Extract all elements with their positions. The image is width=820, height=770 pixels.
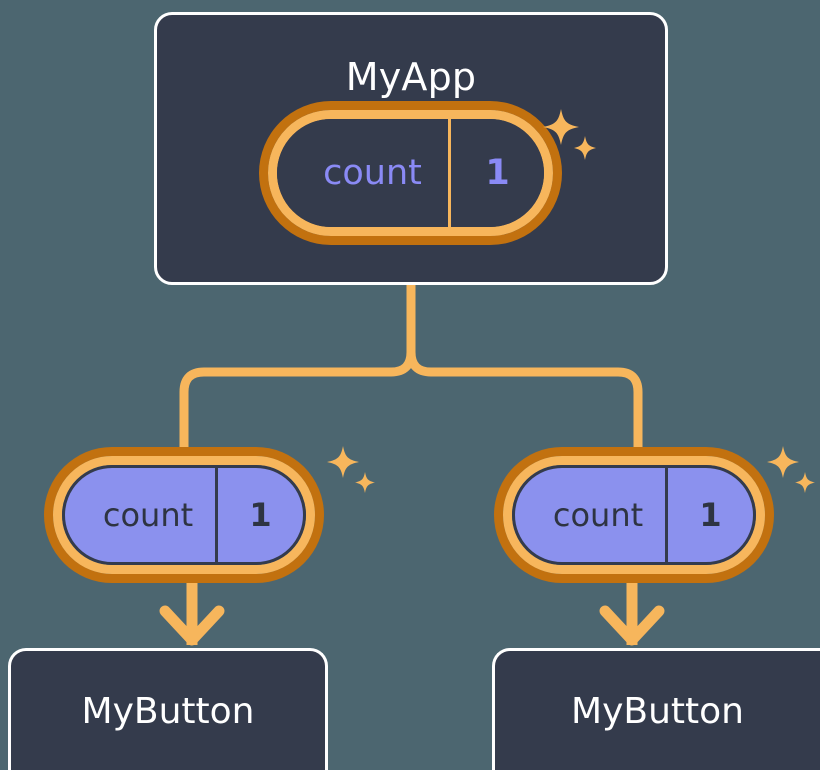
component-title-mybutton-1: MyButton (81, 691, 255, 732)
component-card-mybutton-2[interactable]: MyButton (492, 648, 820, 770)
sparkle-group-child-1 (327, 446, 375, 493)
signal-value-child-1: 1 (215, 468, 303, 562)
signal-name-child-1: count (102, 496, 194, 534)
branch-connector-right (406, 280, 643, 463)
signal-pill-child-1[interactable]: count 1 (53, 456, 315, 574)
sparkle-four-point-large (767, 446, 799, 478)
signal-pill-child-2[interactable]: count 1 (503, 456, 765, 574)
branch-connector-left (179, 280, 416, 463)
sparkle-four-point-large (327, 446, 359, 478)
signal-pill-child-2-body: count 1 (512, 465, 756, 565)
signal-pill-root-body: count 1 (277, 119, 544, 227)
signal-value-child-2: 1 (665, 468, 753, 562)
signal-value-root: 1 (448, 119, 544, 227)
signal-name-root: count (323, 153, 422, 193)
component-card-mybutton-1[interactable]: MyButton (8, 648, 328, 770)
sparkle-four-point-small (795, 472, 815, 493)
component-title-mybutton-2: MyButton (571, 691, 744, 732)
sparkle-group-child-2 (767, 446, 815, 493)
sparkle-four-point-small (355, 472, 375, 493)
signal-pill-child-1-body: count 1 (62, 465, 306, 565)
signal-name-child-2: count (552, 496, 644, 534)
arrow-down-icon-right (599, 605, 665, 646)
signal-pill-root[interactable]: count 1 (268, 110, 553, 236)
arrow-down-icon-left (159, 605, 225, 646)
page-title: MyApp (345, 55, 477, 99)
